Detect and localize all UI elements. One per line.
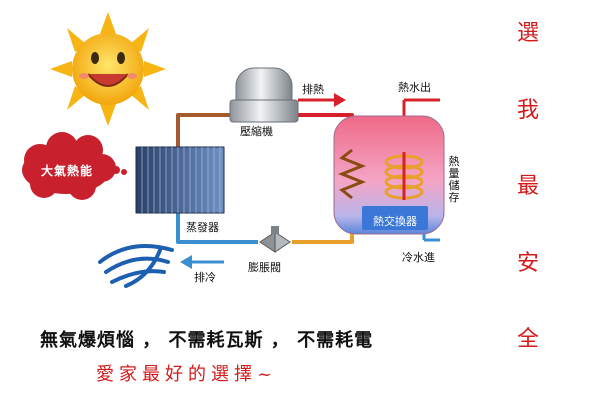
vertical-slogan-char: 我 xyxy=(516,97,539,123)
heat-storage-char: 存 xyxy=(448,191,460,204)
discharge-heat-arrow xyxy=(298,93,346,107)
heat-storage-char: 儲 xyxy=(448,179,460,192)
cold-water-in-label: 冷水進 xyxy=(402,251,435,264)
hot-water-out-label: 熱水出 xyxy=(398,81,431,94)
hot-water-tank xyxy=(333,115,445,235)
evaporator-label: 蒸發器 xyxy=(186,221,219,234)
sun-icon xyxy=(50,12,166,126)
discharge-heat-label: 排熱 xyxy=(302,83,324,96)
discharge-cold-label: 排冷 xyxy=(194,271,216,284)
heat-storage-char: 熱 xyxy=(448,155,460,168)
benefit-slogan: 無氣爆煩惱 ， 不需耗瓦斯 ， 不需耗電 xyxy=(40,330,374,351)
compressor xyxy=(229,67,299,123)
discharge-cold-arrow xyxy=(180,255,224,269)
wind-swirl-icon xyxy=(98,244,174,288)
expansion-valve-label: 膨脹閥 xyxy=(248,261,281,274)
tagline: 愛家最好的選擇~ xyxy=(96,364,278,385)
heat-exchanger-label: 熱交換器 xyxy=(373,215,417,228)
expansion-valve-icon xyxy=(259,226,291,253)
vertical-slogan-char: 全 xyxy=(516,327,539,352)
atmospheric-heat-cloud xyxy=(22,132,127,200)
vertical-slogan-char: 安 xyxy=(516,250,539,276)
atmospheric-heat-label: 大氣熱能 xyxy=(40,164,93,178)
vertical-slogan-char: 最 xyxy=(516,174,539,199)
heat-storage-char: 量 xyxy=(448,167,460,180)
vertical-slogan-char: 選 xyxy=(516,21,539,46)
compressor-label: 壓縮機 xyxy=(240,125,273,138)
evaporator-coil xyxy=(135,146,225,214)
vertical-slogan: 選 我 最 安 全 xyxy=(512,22,544,352)
heat-storage-label: 熱 量 儲 存 xyxy=(448,156,460,204)
